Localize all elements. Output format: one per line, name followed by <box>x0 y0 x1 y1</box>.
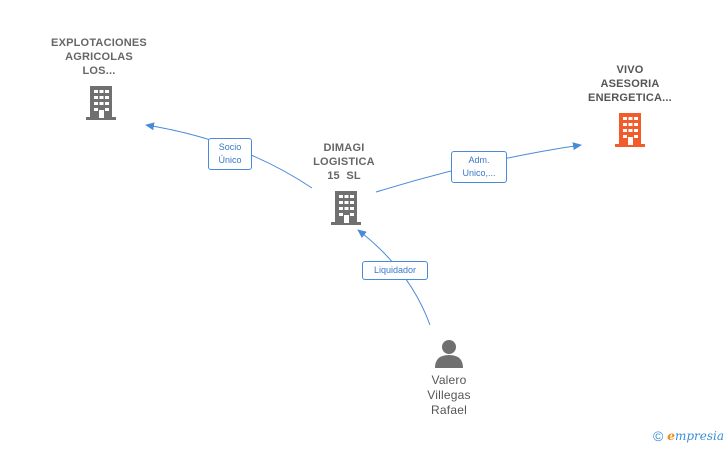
node-label-explotaciones[interactable]: EXPLOTACIONES AGRICOLAS LOS... <box>51 37 147 77</box>
brand-logo[interactable]: empresia <box>667 429 724 443</box>
edge-label-liquidador[interactable]: Liquidador <box>362 261 428 280</box>
node-label-valero[interactable]: Valero Villegas Rafael <box>427 373 471 417</box>
edge-label-adm-unico[interactable]: Adm. Unico,... <box>451 151 507 183</box>
building-icon[interactable] <box>86 85 116 120</box>
node-label-dimagi[interactable]: DIMAGI LOGISTICA 15 SL <box>313 142 375 182</box>
footer-brand: © empresia <box>653 428 724 444</box>
copyright-symbol: © <box>652 428 664 444</box>
building-icon[interactable] <box>331 190 361 225</box>
edge-label-socio-unico[interactable]: Socio Único <box>208 138 252 170</box>
person-icon[interactable] <box>434 338 464 368</box>
building-icon-highlighted[interactable] <box>615 112 645 147</box>
node-label-vivo[interactable]: VIVO ASESORIA ENERGETICA... <box>588 64 672 104</box>
